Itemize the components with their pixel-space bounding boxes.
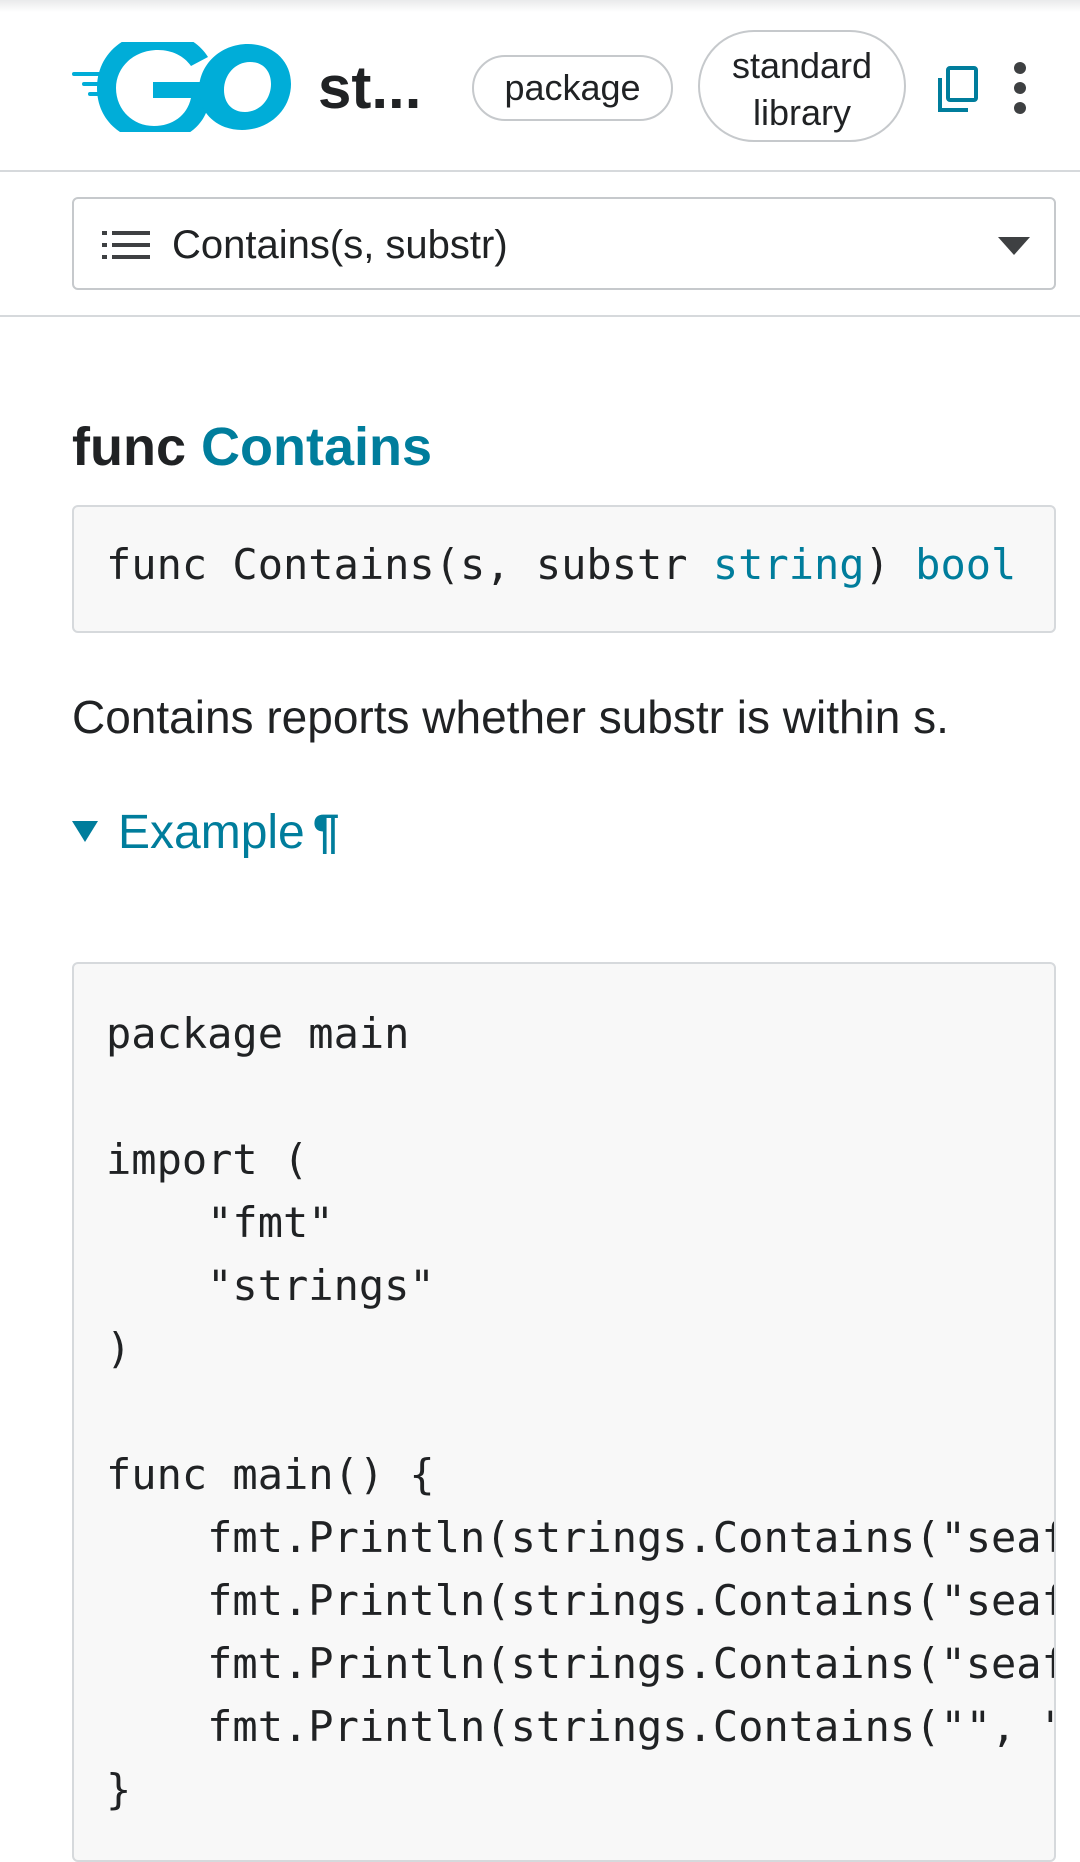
example-anchor-link[interactable]: ¶ — [312, 806, 340, 859]
go-logo-icon[interactable] — [72, 42, 296, 132]
code-line: fmt.Println(strings.Contains("seaf — [106, 1513, 1056, 1562]
code-line: fmt.Println(strings.Contains("seaf — [106, 1576, 1056, 1625]
code-line: "strings" — [106, 1261, 435, 1310]
example-code-block[interactable]: package main import ( "fmt" "strings" ) … — [72, 962, 1056, 1862]
signature-return-link[interactable]: bool — [915, 540, 1017, 589]
code-line — [106, 1065, 1054, 1128]
signature-prefix: func Contains(s, substr — [106, 540, 713, 589]
jump-to-bar: Contains(s, substr) — [0, 172, 1080, 317]
package-badge-label: package — [504, 67, 641, 108]
jump-to-select[interactable]: Contains(s, substr) — [72, 197, 1056, 290]
standard-library-badge-line2: library — [752, 92, 851, 133]
code-line: fmt.Println(strings.Contains("", " — [106, 1702, 1056, 1751]
example-label: Example — [118, 806, 305, 859]
code-line: ) — [106, 1324, 132, 1373]
standard-library-badge[interactable]: standard library — [698, 30, 906, 142]
code-line: "fmt" — [106, 1198, 334, 1247]
example-toggle[interactable]: Example¶ — [72, 800, 339, 866]
code-line — [106, 1380, 1054, 1443]
signature-mid: ) — [864, 540, 916, 589]
triangle-down-icon — [72, 821, 98, 842]
code-line: } — [106, 1765, 132, 1814]
jump-to-selected-label: Contains(s, substr) — [172, 223, 508, 267]
function-description: Contains reports whether substr is withi… — [72, 691, 949, 743]
function-name-link[interactable]: Contains — [201, 417, 433, 477]
kebab-menu-icon[interactable] — [1002, 60, 1038, 116]
code-line: fmt.Println(strings.Contains("seaf — [106, 1639, 1056, 1688]
page-title: st... — [318, 54, 422, 121]
code-line: package main — [106, 1009, 410, 1058]
signature-type-link[interactable]: string — [712, 540, 865, 589]
chevron-down-icon — [998, 237, 1030, 255]
code-line: import ( — [106, 1135, 309, 1184]
function-signature: func Contains(s, substr string) bool — [72, 505, 1056, 633]
copy-icon[interactable] — [934, 64, 980, 114]
function-heading-prefix: func — [72, 417, 186, 477]
site-header: st... package standard library — [0, 0, 1080, 172]
code-line: func main() { — [106, 1450, 435, 1499]
package-badge[interactable]: package — [472, 55, 673, 121]
list-icon — [102, 231, 150, 259]
standard-library-badge-line1: standard — [731, 45, 873, 86]
function-heading: func Contains — [72, 412, 432, 482]
